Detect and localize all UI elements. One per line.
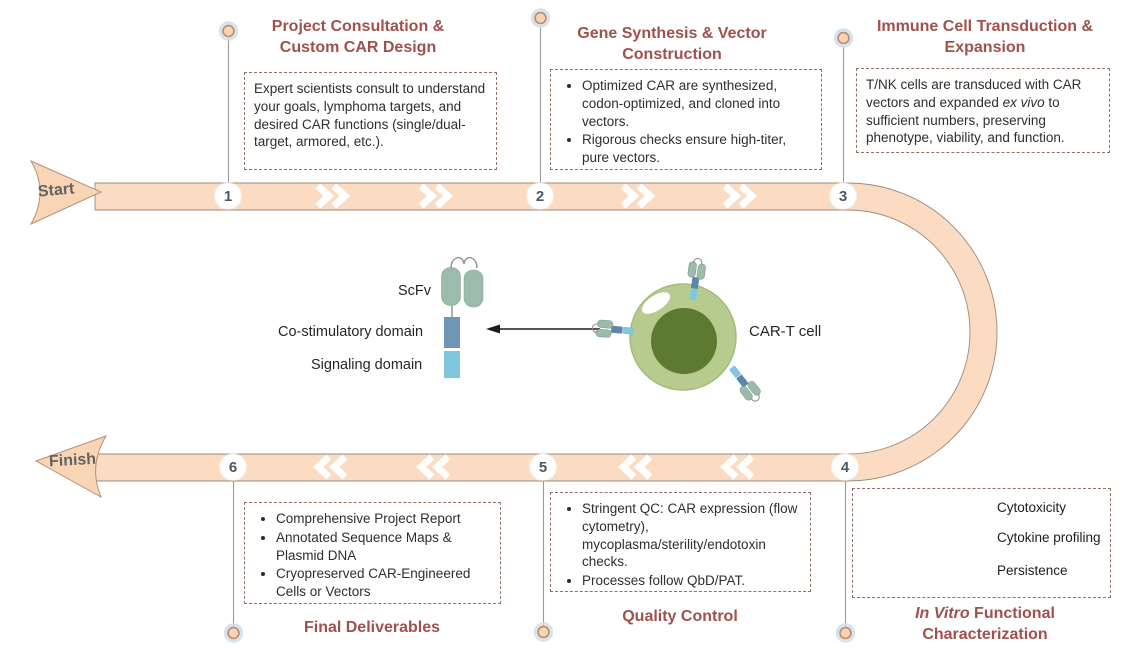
step-2-bullet: Optimized CAR are synthesized, codon-opt…	[582, 77, 812, 130]
step-circle-2: 2	[527, 183, 553, 209]
step-6-bullet: Annotated Sequence Maps & Plasmid DNA	[276, 529, 491, 565]
step-4-title-rest: Functional Characterization	[922, 605, 1055, 643]
step-2-note-box: Optimized CAR are synthesized, codon-opt…	[550, 69, 822, 170]
assay-label-cytokine-profiling: Cytokine profiling	[997, 530, 1101, 545]
step-circle-3: 3	[830, 183, 856, 209]
signaling-domain-label: Signaling domain	[311, 357, 423, 373]
costim-domain-block	[444, 317, 460, 348]
timeline-track	[94, 182, 998, 482]
step-2-bullet: Rigorous checks ensure high-titer, pure …	[582, 131, 812, 167]
step-circle-1: 1	[215, 183, 241, 209]
step-5-bullet: Stringent QC: CAR expression (flow cytom…	[582, 500, 801, 571]
step-circle-5: 5	[530, 454, 556, 480]
assay-label-persistence: Persistence	[997, 563, 1068, 578]
step-circle-4: 4	[832, 454, 858, 480]
start-arrow	[29, 159, 103, 226]
step-4-note-box	[852, 488, 1111, 598]
step-5-title: Quality Control	[622, 608, 738, 625]
step-3-body-italic: ex vivo	[1002, 94, 1045, 110]
receptor-pointer-arrow	[486, 324, 600, 334]
step-4-title-italic: In Vitro	[915, 605, 970, 622]
step-6-bullet: Cryopreserved CAR-Engineered Cells or Ve…	[276, 565, 491, 601]
step-1-body: Expert scientists consult to understand …	[254, 81, 486, 150]
finish-label: Finish	[48, 450, 97, 471]
scfv-label: ScFv	[398, 283, 432, 299]
scfv-capsule-left	[441, 267, 461, 306]
car-t-cell-label: CAR-T cell	[749, 323, 822, 340]
step-5-bullet: Processes follow QbD/PAT.	[582, 572, 801, 590]
step-2-title: Gene Synthesis & Vector Construction	[577, 25, 767, 63]
step-circle-6: 6	[220, 454, 246, 480]
start-label: Start	[37, 180, 76, 201]
step-4-title: In Vitro Functional Characterization	[895, 604, 1075, 646]
step-connector-lines	[227, 25, 847, 627]
costim-domain-label: Co-stimulatory domain	[278, 324, 424, 340]
finish-arrow	[34, 435, 108, 499]
step-6-note-box: Comprehensive Project Report Annotated S…	[244, 502, 501, 604]
car-t-cell-illustration	[591, 256, 765, 407]
step-1-title: Project Consultation & Custom CAR Design	[271, 18, 445, 56]
step-3-title: Immune Cell Transduction & Expansion	[876, 18, 1094, 56]
step-6-title: Final Deliverables	[303, 619, 441, 636]
step-1-note-box: Expert scientists consult to understand …	[244, 72, 497, 170]
assay-label-cytotoxicity: Cytotoxicity	[997, 500, 1067, 515]
step-5-note-box: Stringent QC: CAR expression (flow cytom…	[550, 492, 811, 592]
signaling-domain-block	[444, 351, 460, 378]
car-receptor-schematic	[441, 257, 484, 378]
step-3-body: T/NK cells are transduced with CAR vecto…	[866, 77, 1082, 110]
scfv-capsule-right	[463, 269, 484, 308]
step-6-bullet: Comprehensive Project Report	[276, 510, 491, 528]
step-3-note-box: T/NK cells are transduced with CAR vecto…	[856, 68, 1110, 153]
step-3-body: to sufficient numbers, preserving phenot…	[866, 94, 1065, 146]
